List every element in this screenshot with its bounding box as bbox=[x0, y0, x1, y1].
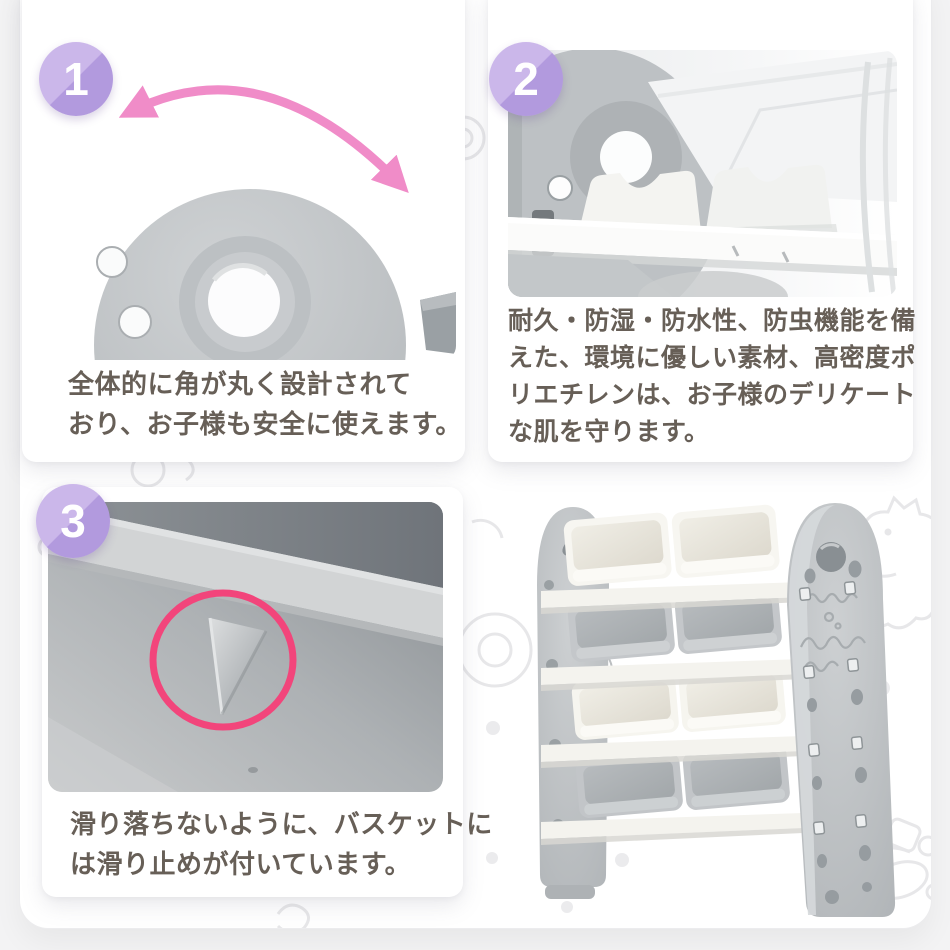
step-number: 3 bbox=[60, 495, 86, 547]
caption-line: な肌を守ります。 bbox=[508, 418, 710, 446]
caption-line: は滑り止めが付いています。 bbox=[70, 849, 412, 879]
caption-line: 全体的に角が丸く設計されて bbox=[68, 369, 412, 399]
pink-arc-arrow-icon bbox=[118, 85, 409, 194]
caption-line: リエチレンは、お子様のデリケート bbox=[508, 381, 917, 409]
step-badge-1: 1 bbox=[39, 42, 113, 116]
step-badge-2: 2 bbox=[489, 42, 563, 116]
caption-line: おり、お子様も安全に使えます。 bbox=[68, 409, 462, 439]
highlight-ring-icon bbox=[149, 589, 297, 731]
rounded-corner-photo bbox=[68, 42, 456, 360]
product-photo-storage-rack bbox=[537, 503, 896, 917]
anti-slip-photo bbox=[48, 502, 443, 792]
bin-front-rims bbox=[572, 164, 838, 244]
feature-caption-3: 滑り落ちないように、バスケットに は滑り止めが付いています。 bbox=[70, 804, 493, 884]
bin-undersides bbox=[648, 50, 897, 202]
rack-rails bbox=[541, 582, 803, 845]
panel-lower bbox=[508, 254, 673, 297]
panel-holes bbox=[807, 689, 872, 904]
rail-clips bbox=[798, 580, 868, 836]
step-number: 2 bbox=[513, 53, 539, 105]
caption-line: 耐久・防湿・防水性、防虫機能を備 bbox=[508, 307, 917, 335]
anti-slip-tab bbox=[208, 617, 268, 715]
rack-bins bbox=[563, 504, 790, 818]
feature-photo-1 bbox=[68, 42, 456, 360]
caption-line: 滑り落ちないように、バスケットに bbox=[70, 809, 493, 839]
panel-hole bbox=[816, 542, 846, 572]
shelf-rail-photo bbox=[508, 50, 897, 297]
octopus-engraving bbox=[799, 592, 866, 673]
rack-right-panel bbox=[787, 503, 896, 917]
feature-caption-2: 耐久・防湿・防水性、防虫機能を備 えた、環境に優しい素材、高密度ポ リエチレンは… bbox=[508, 303, 916, 451]
feature-photo-3 bbox=[48, 502, 443, 792]
shelf-rail bbox=[508, 210, 897, 276]
feature-caption-1: 全体的に角が丸く設計されて おり、お子様も安全に使えます。 bbox=[68, 364, 462, 444]
step-badge-3: 3 bbox=[36, 484, 110, 558]
caption-line: えた、環境に優しい素材、高密度ポ bbox=[508, 344, 917, 372]
corner-post bbox=[859, 57, 897, 297]
step-number: 1 bbox=[63, 53, 89, 105]
doodle-bow-icon bbox=[276, 903, 310, 928]
feature-photo-2 bbox=[508, 50, 897, 297]
